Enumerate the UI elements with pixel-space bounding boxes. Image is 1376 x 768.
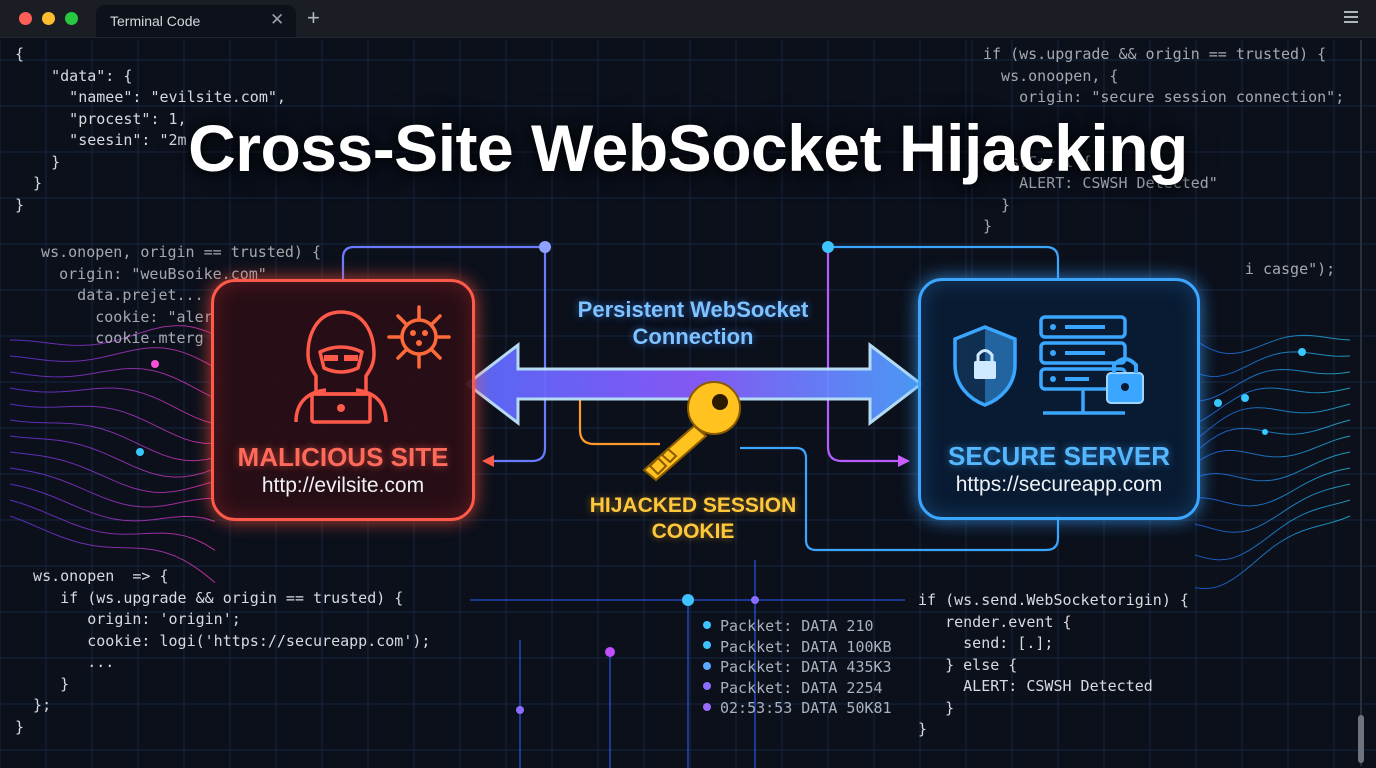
packet-dot-icon — [703, 682, 711, 690]
code-block-bottom-left: ws.onopen => { if (ws.upgrade && origin … — [15, 566, 430, 738]
code-line: cookie: "aler — [23, 307, 213, 326]
hamburger-menu-icon[interactable] — [1344, 8, 1358, 26]
code-line: "seesin": "2m — [15, 131, 187, 149]
code-line: ws.onopen, origin == trusted) { — [23, 243, 322, 261]
code-block-mid-left: ws.onopen, origin == trusted) { origin: … — [23, 242, 321, 350]
code-line: if (ws.upgrade && origin == trusted) { — [15, 588, 404, 607]
page-title: Cross-Site WebSocket Hijacking — [188, 111, 1188, 185]
glow-node — [1298, 348, 1306, 356]
malicious-site-url: http://evilsite.com — [261, 474, 425, 497]
code-block-bottom-right: if (ws.send.WebSocketorigin) { render.ev… — [918, 590, 1189, 741]
packet-dot-icon — [703, 661, 711, 670]
shield-lock-icon — [953, 325, 1017, 407]
packet-text: Packket: DATA 435K3 — [720, 658, 892, 676]
glow-node — [751, 596, 759, 604]
connection-label: Persistent WebSocket Connection — [577, 297, 809, 349]
close-icon[interactable]: ✕ — [270, 10, 285, 29]
glow-node — [516, 706, 524, 714]
glow-node — [682, 594, 694, 606]
glow-node — [136, 448, 144, 456]
glow-node — [605, 647, 615, 657]
code-line: "data": { — [15, 66, 133, 85]
code-line: } — [15, 174, 43, 192]
code-line: "namee": "evilsite.com", — [15, 88, 286, 106]
code-line: render.event { — [918, 612, 1072, 631]
code-line: } — [918, 698, 955, 717]
cookie-label: HIJACKED SESSION COOKIE — [589, 494, 797, 543]
packet-text: Packket: DATA 100KB — [720, 637, 892, 656]
hacker-icon — [294, 310, 388, 424]
key-icon — [642, 381, 741, 482]
code-line: } — [15, 674, 70, 693]
malicious-site-title: MALICIOUS SITE — [237, 442, 449, 472]
code-line: ALERT: CSWSH Detected" — [983, 174, 1218, 192]
code-line: i casge"); — [983, 260, 1336, 278]
code-line: if (ws.upgrade && origin == trusted) { — [983, 45, 1327, 63]
packet-row: Packket: DATA 100KB — [703, 637, 892, 658]
code-line: } — [983, 195, 1011, 214]
scrollbar-thumb[interactable] — [1358, 715, 1364, 763]
code-line: ALERT: CSWSH Detected — [918, 677, 1153, 695]
packet-dot-icon — [703, 641, 711, 649]
packet-row: Packket: DATA 210 — [703, 616, 892, 637]
tab-terminal-code[interactable]: Terminal Code ✕ — [96, 5, 296, 37]
code-line: ... — [15, 653, 115, 671]
maximize-window-button[interactable] — [65, 12, 78, 25]
code-line: } else { — [918, 655, 1018, 674]
code-block-top-right: if (ws.upgrade && origin == trusted) { w… — [983, 44, 1344, 281]
packet-text: Packket: DATA 210 — [720, 617, 874, 635]
secure-server-card: SECURE SERVER https://secureapp.com — [918, 278, 1200, 520]
code-line: }; — [15, 696, 52, 714]
secure-server-url: https://secureapp.com — [955, 473, 1163, 496]
code-line: } — [983, 217, 993, 235]
minimize-window-button[interactable] — [42, 12, 55, 25]
code-line: origin: "secure session connection"; — [983, 88, 1345, 106]
code-line: origin: "weuBsoike.com" — [23, 264, 267, 283]
code-line: { — [15, 45, 25, 63]
code-line: "procest": 1, — [15, 109, 187, 128]
code-block-top-left: { "data": { "namee": "evilsite.com", "pr… — [15, 44, 286, 216]
code-line: cookie: logi('https://secureapp.com'); — [15, 631, 431, 650]
code-line: origin: 'origin'; — [15, 610, 241, 628]
glow-node — [151, 360, 159, 368]
packet-dot-icon — [703, 702, 711, 711]
packet-row: Packket: DATA 2254 — [703, 678, 892, 699]
plus-icon[interactable]: + — [307, 5, 320, 30]
packet-text: 02:53:53 DATA 50K81 — [720, 699, 892, 717]
title-bar: Terminal Code ✕ + — [0, 0, 1376, 38]
code-line: ws.onoopen, { — [983, 66, 1119, 85]
code-line: data.prejet... — [23, 286, 204, 304]
tab-label: Terminal Code — [110, 13, 201, 29]
close-window-button[interactable] — [19, 12, 32, 25]
secure-server-title: SECURE SERVER — [947, 441, 1171, 471]
code-line: if (ws.send.WebSocketorigin) { — [918, 591, 1189, 609]
scrollbar[interactable] — [1356, 40, 1366, 766]
code-line: ws.onopen => { — [15, 567, 169, 585]
code-line: } — [15, 195, 25, 214]
packet-row: Packket: DATA 435K3 — [703, 657, 892, 678]
packet-row: 02:53:53 DATA 50K81 — [703, 698, 892, 719]
code-line: cookie.mterg — [23, 329, 204, 347]
code-line: } — [918, 720, 928, 738]
server-lock-icon — [1039, 315, 1144, 415]
glow-node — [1241, 394, 1249, 402]
packet-text: Packket: DATA 2254 — [720, 678, 883, 697]
code-line: } — [15, 152, 61, 171]
malicious-site-card: MALICIOUS SITE http://evilsite.com — [211, 279, 475, 521]
code-line: ws.C++ l { — [983, 152, 1092, 171]
glow-node — [1262, 429, 1268, 435]
code-line: send: [.]; — [918, 634, 1054, 652]
code-line: } — [15, 717, 25, 736]
glow-node — [1214, 399, 1222, 407]
virus-icon — [387, 305, 451, 369]
packet-dot-icon — [703, 620, 711, 629]
